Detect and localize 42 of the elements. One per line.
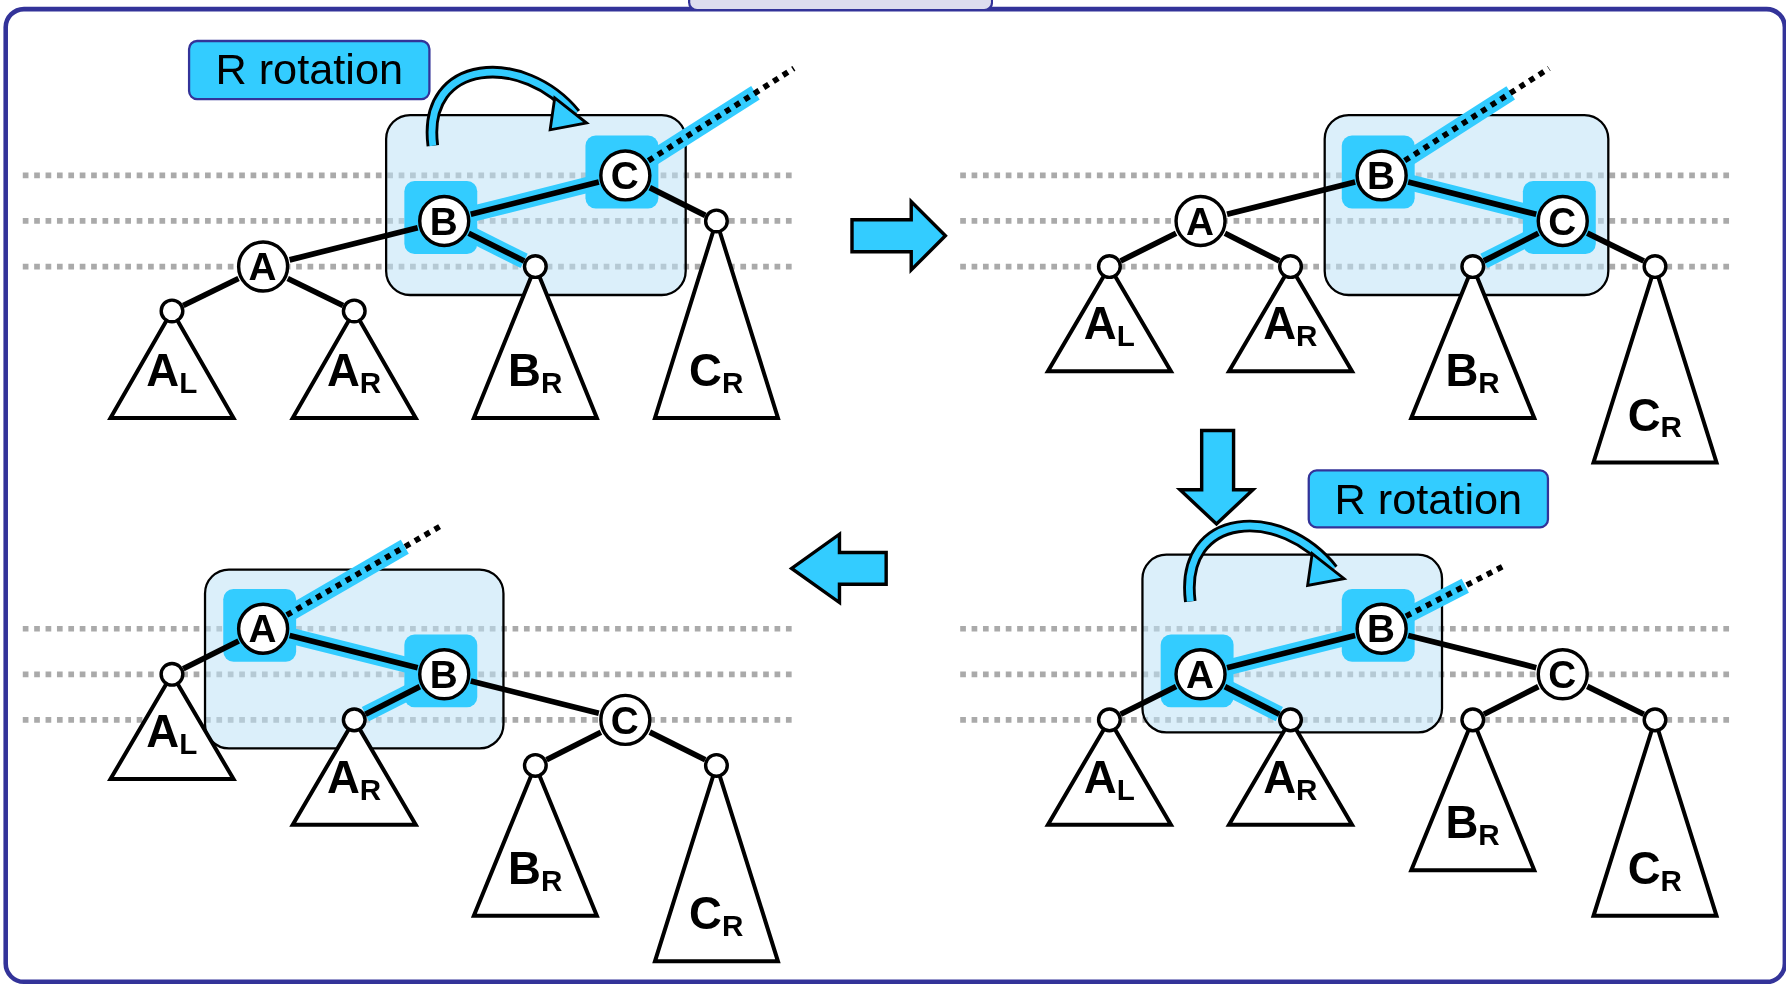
tree-node: C bbox=[598, 693, 651, 746]
tree-node: C bbox=[1536, 647, 1589, 700]
highlighted-edge bbox=[287, 627, 420, 676]
subtree-label: A$_{L}$ bbox=[1083, 298, 1135, 356]
tree-edge bbox=[648, 185, 707, 218]
subtree-label: B$_{R}$ bbox=[508, 345, 563, 402]
subtree-label: B$_{R}$ bbox=[1445, 345, 1500, 402]
highlighted-edge bbox=[465, 226, 528, 269]
subtree-label: B$_{R}$ bbox=[508, 842, 563, 900]
subtree-label: A$_{L}$ bbox=[146, 706, 198, 763]
subtree-label: B$_{R}$ bbox=[1445, 797, 1500, 854]
tree-edge bbox=[181, 638, 240, 672]
subtree-label: A$_{R}$ bbox=[326, 345, 382, 402]
subtree-label: A$_{R}$ bbox=[1263, 298, 1318, 356]
tree-node: A bbox=[236, 239, 289, 293]
tree-edge bbox=[1407, 632, 1537, 671]
tree-edge bbox=[1223, 230, 1281, 264]
subtree-label: A$_{L}$ bbox=[1083, 751, 1135, 809]
highlighted-edge bbox=[1406, 174, 1539, 223]
highlighted-edge bbox=[1225, 627, 1358, 676]
tree-edge bbox=[1586, 230, 1646, 264]
subtree-label: A$_{R}$ bbox=[1263, 751, 1318, 809]
subtree-label: C$_{R}$ bbox=[1627, 389, 1682, 447]
tree-edge bbox=[1119, 230, 1178, 264]
tree-edge bbox=[1119, 684, 1178, 717]
rotation-tag: R rotation bbox=[187, 39, 431, 101]
highlighted-edge bbox=[1221, 679, 1283, 722]
tree-edge bbox=[1482, 684, 1540, 717]
subtree-label: C$_{R}$ bbox=[689, 345, 744, 402]
highlighted-edge bbox=[468, 174, 601, 223]
subtree-label: C$_{R}$ bbox=[1627, 842, 1682, 900]
rotation-tag: R rotation bbox=[1307, 469, 1550, 529]
subtree-label: A$_{L}$ bbox=[146, 345, 198, 402]
tree-node: A bbox=[1173, 194, 1227, 247]
tree-edge bbox=[1586, 683, 1646, 717]
subtree-label: C$_{R}$ bbox=[689, 888, 744, 946]
subtree-label: A$_{R}$ bbox=[326, 751, 382, 809]
tree-edge bbox=[1226, 179, 1356, 218]
tree-edge bbox=[470, 678, 600, 716]
tree-edge bbox=[182, 275, 240, 309]
tree-edge bbox=[288, 224, 419, 263]
tree-edge bbox=[286, 275, 345, 309]
